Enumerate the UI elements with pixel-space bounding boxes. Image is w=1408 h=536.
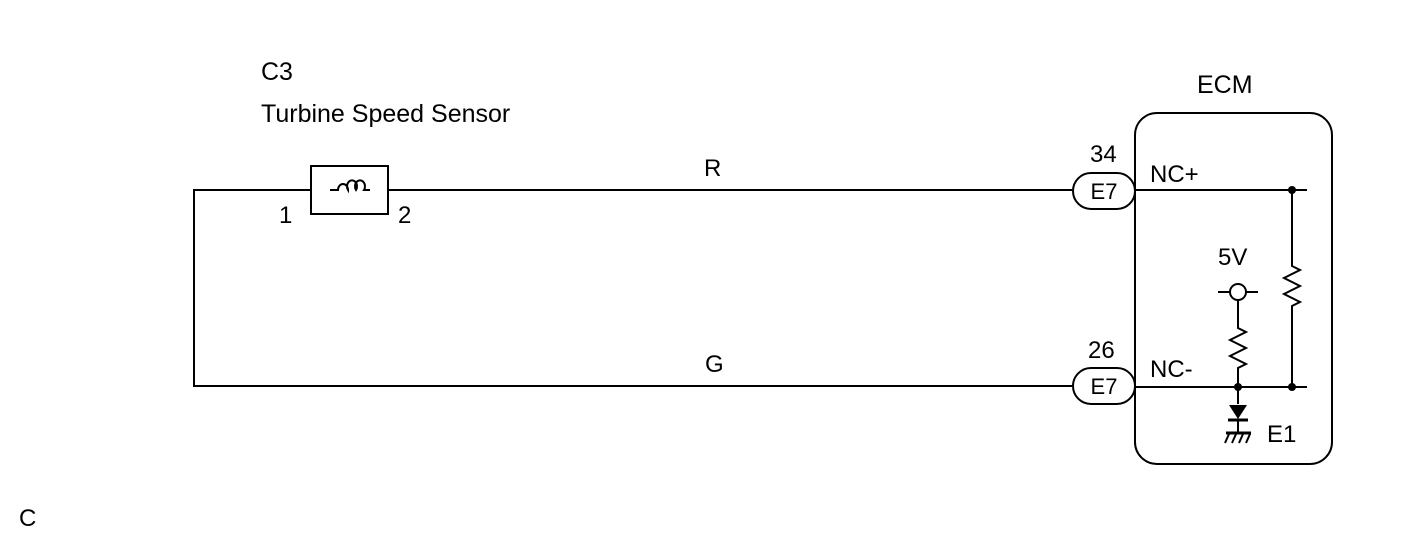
wire-color-bottom: G bbox=[705, 351, 724, 378]
sensor-code: C3 bbox=[261, 58, 293, 86]
connector-bottom-pin: 26 bbox=[1088, 337, 1115, 364]
supply-label: 5V bbox=[1218, 244, 1247, 271]
ecm-title: ECM bbox=[1197, 71, 1253, 99]
sensor-pin-1: 1 bbox=[279, 202, 292, 229]
supply-terminal-icon bbox=[1229, 283, 1247, 301]
connector-top-pin: 34 bbox=[1090, 141, 1117, 168]
bridge-resistor bbox=[1281, 190, 1303, 387]
ecm-box bbox=[1134, 112, 1333, 465]
signal-bottom-label: NC- bbox=[1150, 356, 1193, 383]
connector-bottom-name: E7 bbox=[1091, 374, 1118, 399]
diode-icon bbox=[1229, 405, 1247, 419]
sensor-body bbox=[310, 165, 389, 215]
sensor-return-wire bbox=[193, 189, 1072, 387]
coil-icon bbox=[330, 179, 370, 194]
junction-dot-top bbox=[1288, 186, 1296, 194]
ground-label: E1 bbox=[1267, 421, 1296, 448]
signal-top-label: NC+ bbox=[1150, 161, 1199, 188]
junction-dot-bottom-right bbox=[1288, 383, 1296, 391]
wire-color-top: R bbox=[704, 155, 721, 182]
connector-top-name: E7 bbox=[1091, 179, 1118, 204]
pullup-resistor bbox=[1227, 300, 1249, 387]
sensor-name: Turbine Speed Sensor bbox=[261, 100, 510, 128]
figure-code: C bbox=[19, 505, 36, 532]
ground-icon bbox=[1224, 431, 1251, 444]
sensor-pin-2: 2 bbox=[398, 202, 411, 229]
